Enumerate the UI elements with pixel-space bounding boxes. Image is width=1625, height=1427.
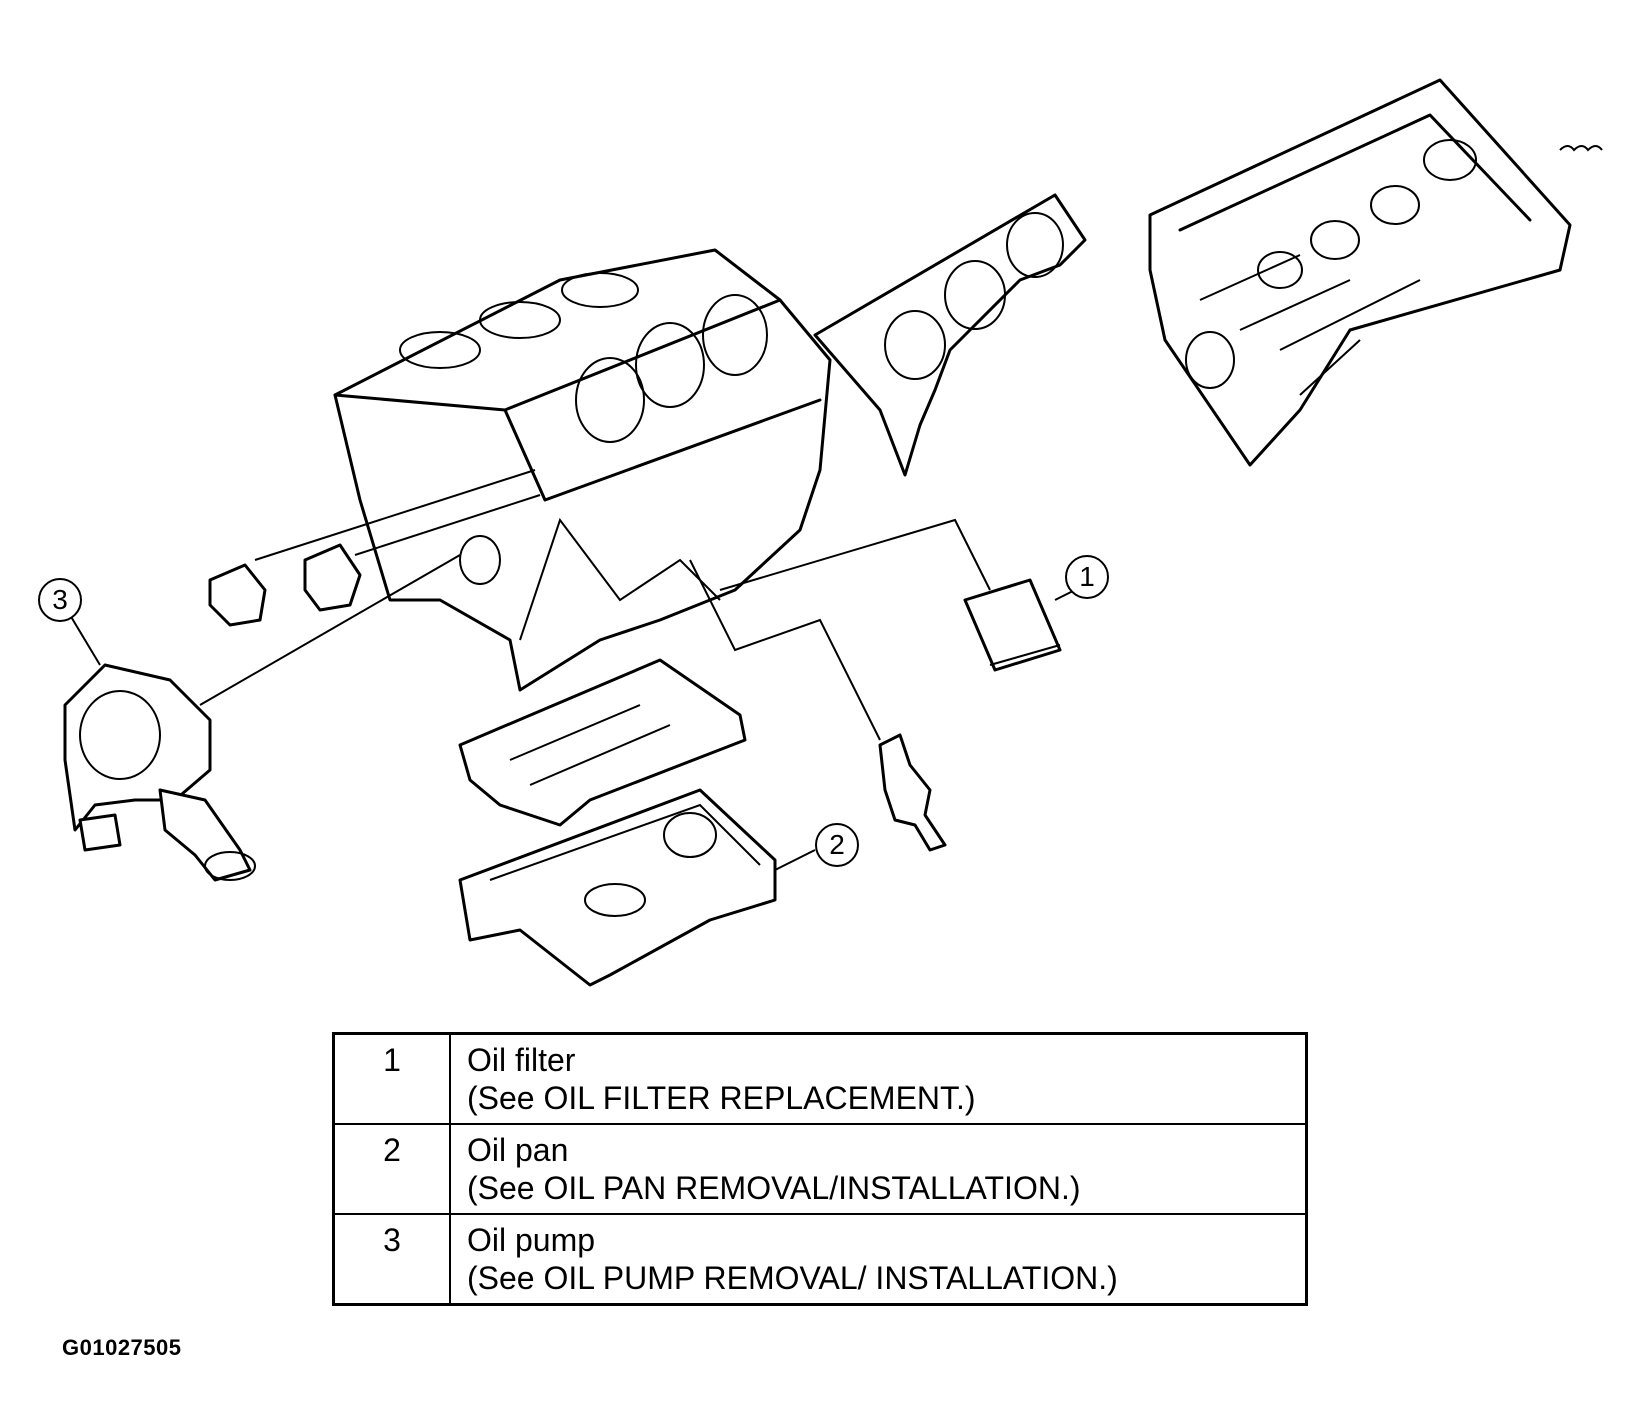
legend-number: 1	[332, 1032, 451, 1125]
cylinder-head-illustration	[1148, 78, 1603, 467]
legend-number: 3	[332, 1213, 451, 1306]
callout-oil-pan: 2	[815, 823, 859, 867]
oil-pump-illustration	[63, 663, 256, 882]
oil-filter-illustration	[963, 578, 1062, 672]
callout-oil-filter: 1	[1065, 555, 1109, 599]
oil-pressure-switch-illustration	[878, 733, 947, 852]
head-gasket-illustration	[813, 193, 1087, 477]
legend-row: 2 Oil pan (See OIL PAN REMOVAL/INSTALLAT…	[332, 1123, 1308, 1215]
legend-description: Oil filter (See OIL FILTER REPLACEMENT.)	[449, 1032, 1308, 1125]
legend-description: Oil pump (See OIL PUMP REMOVAL/ INSTALLA…	[449, 1213, 1308, 1306]
oil-pan-illustration	[458, 788, 777, 987]
legend-part-name: Oil filter	[467, 1042, 576, 1078]
legend-reference: (See OIL FILTER REPLACEMENT.)	[467, 1080, 976, 1116]
legend-reference: (See OIL PAN REMOVAL/INSTALLATION.)	[467, 1170, 1081, 1206]
baffle-plate-illustration	[458, 658, 747, 827]
legend-reference: (See OIL PUMP REMOVAL/ INSTALLATION.)	[467, 1260, 1118, 1296]
legend-row: 3 Oil pump (See OIL PUMP REMOVAL/ INSTAL…	[332, 1213, 1308, 1306]
legend-part-name: Oil pump	[467, 1222, 596, 1258]
exploded-engine-diagram	[63, 78, 1603, 987]
legend-description: Oil pan (See OIL PAN REMOVAL/INSTALLATIO…	[449, 1123, 1308, 1215]
legend-number: 2	[332, 1123, 451, 1215]
legend-part-name: Oil pan	[467, 1132, 569, 1168]
bracket-illustrations	[208, 543, 362, 627]
callout-oil-pump: 3	[38, 578, 82, 622]
leader-lines	[69, 469, 1086, 871]
figure-id: G01027505	[62, 1335, 182, 1360]
legend-table: 1 Oil filter (See OIL FILTER REPLACEMENT…	[332, 1032, 1308, 1306]
legend-row: 1 Oil filter (See OIL FILTER REPLACEMENT…	[332, 1032, 1308, 1125]
cylinder-block-illustration	[333, 248, 832, 692]
